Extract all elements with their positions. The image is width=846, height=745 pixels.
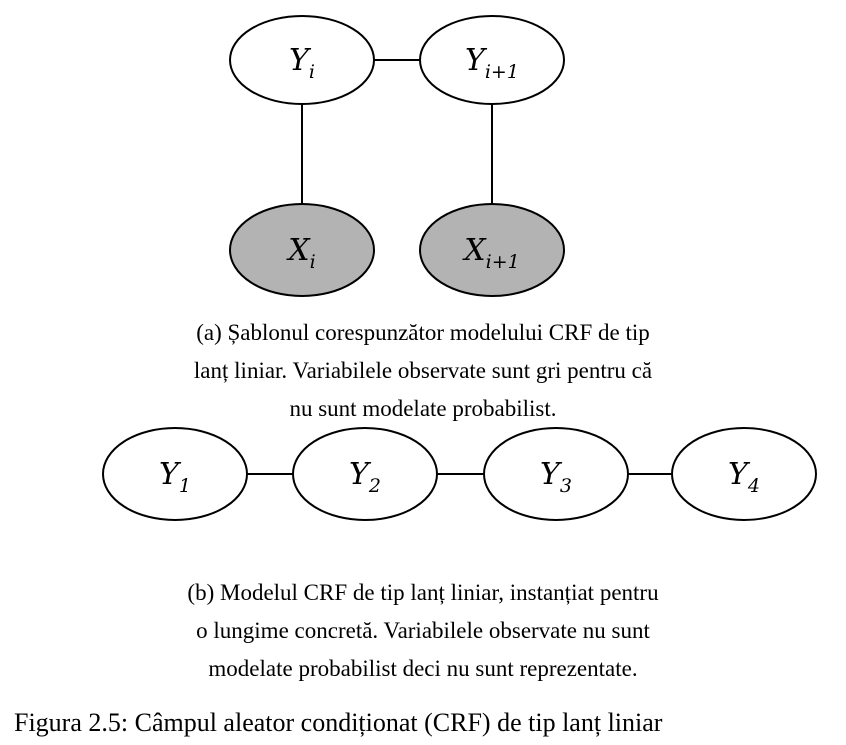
node-y4-ellipse (671, 427, 817, 521)
node-yi1-ellipse (419, 15, 565, 105)
subcaption-b-line-1: (b) Modelul CRF de tip lanț liniar, inst… (187, 580, 659, 605)
node-y2-ellipse (292, 427, 438, 521)
node-xi1-ellipse (419, 203, 565, 297)
node-y4: Y4 (671, 427, 817, 521)
node-y1: Y1 (102, 427, 248, 521)
subcaption-a-line-2: lanț liniar. Variabilele observate sunt … (193, 358, 653, 383)
node-y2: Y2 (292, 427, 438, 521)
subcaption-b: (b) Modelul CRF de tip lanț liniar, inst… (0, 574, 846, 688)
subcaption-a-line-3: nu sunt modelate probabilist. (289, 396, 557, 421)
figure-caption: Figura 2.5: Câmpul aleator condiționat (… (14, 708, 663, 737)
node-yi-label: Yi (289, 43, 315, 83)
node-yi1: Yi+1 (419, 15, 565, 105)
node-xi: Xi (229, 203, 375, 297)
node-y3-label: Y3 (540, 457, 572, 497)
subcaption-b-line-3: modelate probabilist deci nu sunt reprez… (208, 656, 638, 681)
node-y2-label: Y2 (349, 457, 381, 497)
node-xi1-label: Xi+1 (462, 233, 519, 273)
subcaption-a: (a) Șablonul corespunzător modelului CRF… (0, 314, 846, 428)
node-y1-label: Y1 (159, 457, 191, 497)
node-yi: Yi (229, 15, 375, 105)
node-xi-ellipse (229, 203, 375, 297)
node-xi1: Xi+1 (419, 203, 565, 297)
node-yi-ellipse (229, 15, 375, 105)
subcaption-b-line-2: o lungime concretă. Variabilele observat… (196, 618, 650, 643)
node-y4-label: Y4 (728, 457, 760, 497)
node-y3-ellipse (483, 427, 629, 521)
node-y1-ellipse (102, 427, 248, 521)
node-xi-label: Xi (286, 233, 315, 273)
subcaption-a-line-1: (a) Șablonul corespunzător modelului CRF… (196, 320, 650, 345)
node-y3: Y3 (483, 427, 629, 521)
node-yi1-label: Yi+1 (465, 43, 519, 83)
